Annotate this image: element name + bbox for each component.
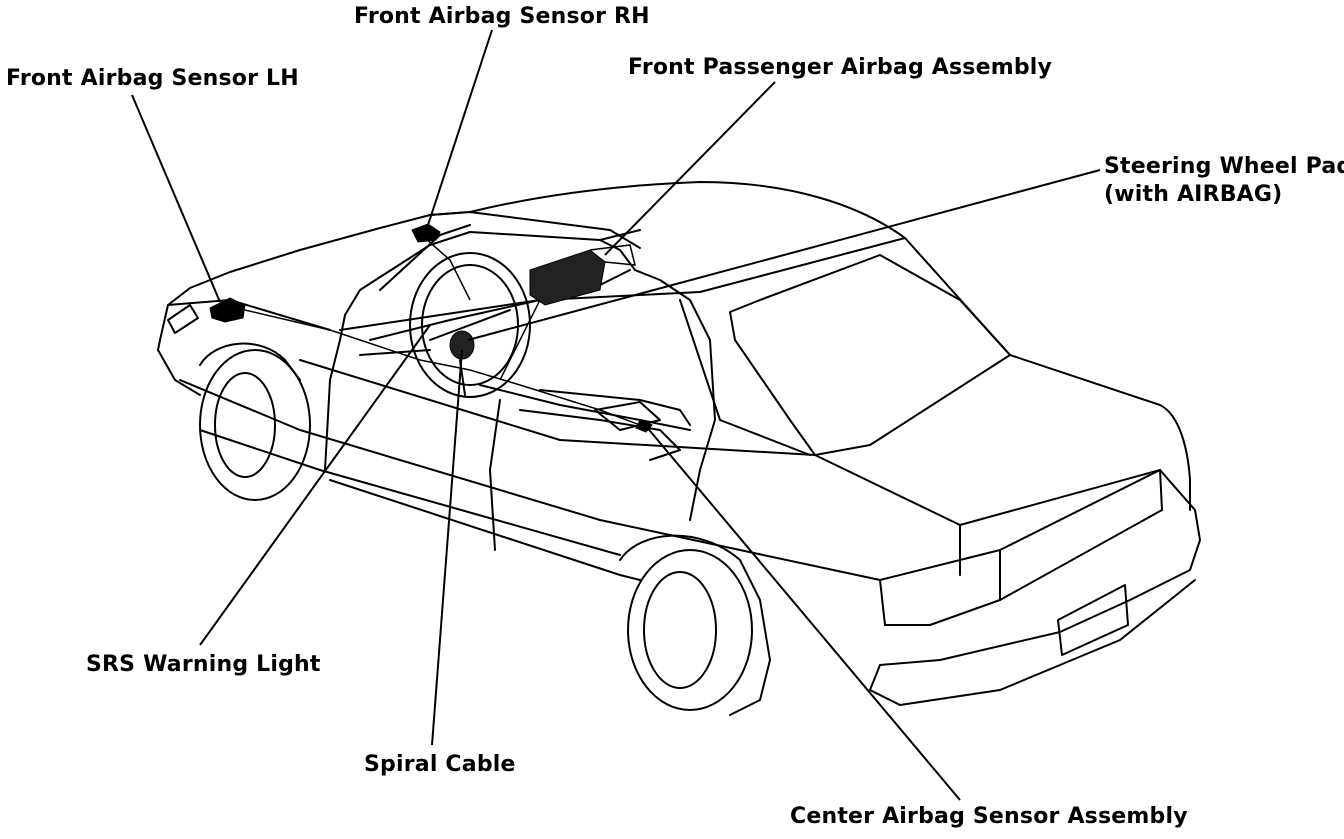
front-airbag-sensor-lh-shape xyxy=(209,297,246,323)
leader-center-airbag-sensor xyxy=(644,424,961,801)
leader-front-airbag-sensor-rh xyxy=(426,29,493,229)
car-body xyxy=(157,181,1201,706)
leader-spiral-cable xyxy=(431,349,463,746)
leader-lines xyxy=(131,29,1101,801)
label-front-passenger-airbag-assembly: Front Passenger Airbag Assembly xyxy=(628,55,1053,80)
label-steering-wheel-pad-note: (with AIRBAG) xyxy=(1104,182,1283,207)
passenger-airbag xyxy=(529,244,636,306)
leader-srs-warning-light xyxy=(199,324,431,646)
leader-steering-wheel-pad xyxy=(467,169,1101,341)
label-spiral-cable: Spiral Cable xyxy=(364,752,516,777)
rear-wheel xyxy=(619,534,771,716)
leader-front-passenger-airbag xyxy=(604,81,776,256)
label-front-airbag-sensor-rh: Front Airbag Sensor RH xyxy=(354,4,650,29)
leader-front-airbag-sensor-lh xyxy=(131,94,221,303)
front-wheel xyxy=(199,342,311,501)
label-steering-wheel-pad: Steering Wheel Pad xyxy=(1104,154,1344,179)
label-front-airbag-sensor-lh: Front Airbag Sensor LH xyxy=(6,66,299,91)
label-center-airbag-sensor-assembly: Center Airbag Sensor Assembly xyxy=(790,804,1188,829)
label-srs-warning-light: SRS Warning Light xyxy=(86,652,321,677)
front-airbag-sensor-rh-shape xyxy=(411,223,441,243)
